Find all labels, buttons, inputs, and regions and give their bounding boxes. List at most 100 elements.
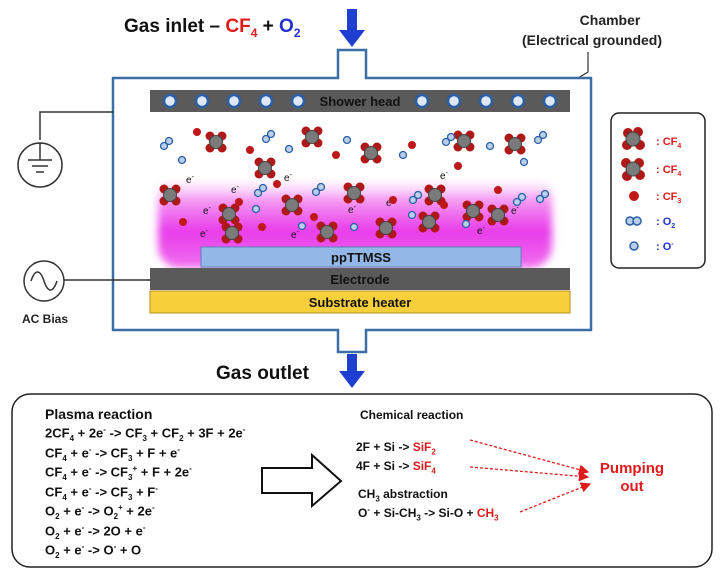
electron-label: e- xyxy=(511,205,520,217)
pumping-out-line2: out xyxy=(620,478,644,495)
pumping-out-line1: Pumping xyxy=(599,460,665,477)
ground-icon xyxy=(17,142,63,188)
cf3-radical xyxy=(258,223,266,231)
electron-label: e- xyxy=(440,170,449,182)
legend-label: : CF4 xyxy=(656,164,681,178)
cf4-molecule xyxy=(205,131,227,153)
shower-hole xyxy=(162,93,178,109)
o-minus-ion xyxy=(519,157,529,167)
electron-label: e- xyxy=(231,184,240,196)
electron-label: e- xyxy=(348,204,357,216)
legend-cf4-symbol xyxy=(622,127,645,150)
cf4-molecule xyxy=(424,184,446,206)
cf4-molecule xyxy=(418,211,440,233)
o-minus-ion xyxy=(407,210,417,220)
legend-box xyxy=(610,112,706,269)
cf3-radical xyxy=(193,128,201,136)
plasma-region xyxy=(158,176,552,268)
o2-molecule xyxy=(533,130,548,145)
inlet-arrow-icon xyxy=(339,9,365,47)
plasma-reaction-title: Plasma reaction xyxy=(45,406,153,422)
ch3-abstraction-label: CH3 abstraction xyxy=(358,487,448,504)
plasma-reaction-line: CF4 + e- -> CF3 + F- xyxy=(45,483,158,502)
ac-source-icon xyxy=(23,260,65,302)
o-minus-ion xyxy=(342,135,352,145)
legend-cf4-symbol xyxy=(621,158,645,181)
legend-label: : CF3 xyxy=(656,191,681,205)
cf4-molecule xyxy=(462,200,484,222)
cf3-radical xyxy=(310,213,318,221)
electrode-label: Electrode xyxy=(330,272,389,287)
o-minus-ion xyxy=(297,221,307,231)
pumping-out-label: Pumping out xyxy=(592,460,672,496)
cf4-molecule xyxy=(375,217,397,239)
shower-head xyxy=(150,90,570,112)
cf4-molecule xyxy=(360,142,382,164)
reaction-arrow-icon xyxy=(261,452,343,509)
chamber-label-line2: (Electrical grounded) xyxy=(522,32,662,48)
cf3-radical xyxy=(408,141,416,149)
electron-label: e- xyxy=(200,228,209,240)
cf3-radical xyxy=(273,180,281,188)
cf4-molecule xyxy=(218,203,240,225)
molecules-layer xyxy=(159,126,550,244)
o2-molecule xyxy=(512,192,527,207)
chemical-reaction-ch3: O- + Si-CH3 -> Si-O + CH3 xyxy=(358,505,499,523)
o-minus-ion xyxy=(251,204,261,214)
shower-hole xyxy=(258,93,274,109)
o2-molecule xyxy=(311,182,326,197)
chamber-label-line1: Chamber xyxy=(580,12,641,28)
plasma-reaction-line: O2 + e- -> O2+ + 2e- xyxy=(45,503,155,521)
plasma-reaction-line: CF4 + e- -> CF3+ + F + 2e- xyxy=(45,464,192,482)
shower-head-holes xyxy=(162,93,558,109)
cf3-radical xyxy=(235,198,243,206)
cf3-radical xyxy=(332,151,340,159)
o2-molecule xyxy=(408,190,423,205)
chamber-leader-line xyxy=(577,52,589,79)
legend-cf3-symbol xyxy=(629,191,639,201)
chemical-reaction-title: Chemical reaction xyxy=(360,408,464,422)
cf4-molecule xyxy=(281,194,303,216)
cf3-radical xyxy=(440,201,448,209)
o-minus-ion xyxy=(284,144,294,154)
o-minus-ion xyxy=(485,141,495,151)
cf4-molecule xyxy=(487,204,509,226)
heater-label: Substrate heater xyxy=(309,295,412,310)
o2-molecule xyxy=(441,132,456,147)
electrode xyxy=(150,268,570,290)
electron-label: e- xyxy=(291,229,300,241)
cf4-molecule xyxy=(453,130,475,152)
gas-inlet-title: Gas inlet – CF4 + O2 xyxy=(124,16,301,40)
electron-label: e- xyxy=(203,205,212,217)
electron-label: e- xyxy=(186,174,195,186)
cf4-molecule xyxy=(504,133,526,155)
plasma-reaction-line: 2CF4 + 2e- -> CF3 + CF2 + 3F + 2e- xyxy=(45,425,246,443)
reactions-box xyxy=(11,393,713,568)
cf3-radical xyxy=(246,146,254,154)
shower-hole xyxy=(290,93,306,109)
shower-hole xyxy=(510,93,526,109)
cf4-molecule xyxy=(316,221,338,243)
plasma-reaction-list: 2CF4 + 2e- -> CF3 + CF2 + 3F + 2e- CF4 +… xyxy=(45,425,245,562)
plasma-reaction-line: O2 + e- -> O- + O xyxy=(45,542,142,560)
chemical-reaction-sif2: 2F + Si -> SiF2 xyxy=(356,440,436,457)
legend-label: : CF4 xyxy=(656,136,681,150)
o-minus-ion xyxy=(398,150,408,160)
shower-hole xyxy=(414,93,430,109)
cf4-molecule xyxy=(343,182,365,204)
legend-o2-symbol xyxy=(625,216,642,226)
o2-molecule xyxy=(261,129,276,144)
shower-hole xyxy=(446,93,462,109)
electron-label: e- xyxy=(477,225,486,237)
film-label: ppTTMSS xyxy=(331,250,391,265)
legend-label: : O2 xyxy=(656,216,675,230)
film-layer xyxy=(200,246,522,268)
cf3-radical xyxy=(494,186,502,194)
o-minus-ion xyxy=(461,219,471,229)
legend-labels: : CF4 : CF4 : CF3 : O2 : O- xyxy=(656,136,681,253)
o2-molecule xyxy=(159,136,174,151)
shower-hole xyxy=(478,93,494,109)
chemical-reaction-sif4: 4F + Si -> SiF4 xyxy=(356,459,436,476)
o-minus-ion xyxy=(349,222,359,232)
